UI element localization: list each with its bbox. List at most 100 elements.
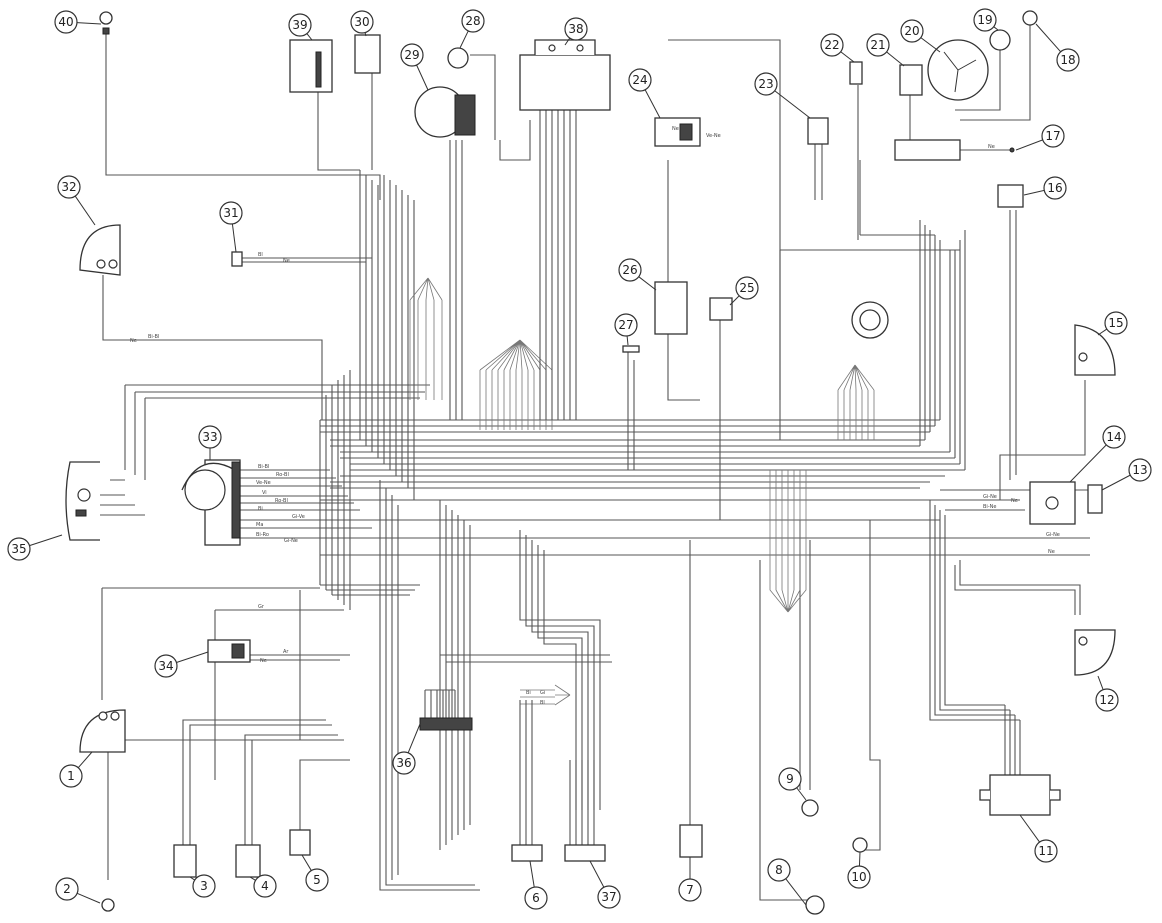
switch-39 — [289, 39, 333, 93]
callout-number-20: 20 — [904, 24, 919, 38]
callout-circle-28 — [461, 9, 485, 33]
label-ne-32: Ne — [130, 338, 137, 344]
callout-number-15: 15 — [1108, 316, 1123, 330]
leader-line-23 — [774, 90, 811, 119]
label-bi-ro: Bi-Ro — [256, 532, 269, 538]
callout-number-13: 13 — [1132, 463, 1147, 477]
label-bl-6: Bl — [540, 700, 545, 706]
fuse-23 — [807, 117, 829, 145]
callout-number-35: 35 — [11, 542, 26, 556]
label-ar: Ar — [283, 649, 289, 655]
leader-line-13 — [1101, 474, 1131, 491]
label-ro-bl-2: Ro-Bl — [275, 498, 288, 504]
label-ve-ne: Ve-Ne — [256, 480, 271, 486]
callout-circle-7 — [678, 878, 702, 902]
callout-circle-2 — [55, 877, 79, 901]
callout-number-29: 29 — [404, 48, 419, 62]
callout-circle-12 — [1095, 688, 1119, 712]
callout-circle-34 — [154, 654, 178, 678]
callout-circle-22 — [820, 33, 844, 57]
sensor-31 — [231, 251, 243, 267]
callout-circle-37 — [597, 885, 621, 909]
callout-circle-36 — [392, 751, 416, 775]
callout-number-26: 26 — [622, 263, 637, 277]
callout-number-10: 10 — [851, 870, 866, 884]
label-ne-34: Ne — [260, 658, 267, 664]
leader-line-26 — [638, 276, 657, 291]
callout-circle-25 — [735, 276, 759, 300]
callout-circle-14 — [1102, 425, 1126, 449]
leader-line-3 — [189, 876, 196, 881]
sensor-28 — [447, 47, 469, 69]
callout-number-17: 17 — [1045, 129, 1060, 143]
callout-number-1: 1 — [67, 769, 75, 783]
leader-line-14 — [1069, 444, 1107, 483]
label-ma: Ma — [256, 522, 263, 528]
leader-line-9 — [796, 787, 807, 801]
leader-line-11 — [1019, 814, 1040, 843]
callout-number-14: 14 — [1106, 430, 1121, 444]
label-gi-ne: Gi-Ne — [284, 538, 298, 544]
leader-line-6 — [529, 860, 535, 888]
label-ne-13: Ne — [1048, 549, 1055, 555]
label-gi-ne-14: Gi-Ne — [983, 494, 997, 500]
callout-number-24: 24 — [632, 73, 647, 87]
callout-number-25: 25 — [739, 281, 754, 295]
leader-line-40 — [76, 22, 102, 25]
component-21 — [899, 64, 923, 96]
label-bl: Bl — [258, 252, 263, 258]
label-gi-ve: Gi-Ve — [292, 514, 305, 520]
callout-circle-1 — [59, 764, 83, 788]
callout-number-19: 19 — [977, 13, 992, 27]
callout-number-37: 37 — [601, 890, 616, 904]
callout-number-18: 18 — [1060, 53, 1075, 67]
callout-circle-16 — [1043, 176, 1067, 200]
label-ne-24: Ne — [672, 126, 679, 132]
leader-line-10 — [858, 851, 861, 867]
callout-circle-19 — [973, 8, 997, 32]
label-bi-bl-33: Bi-Bl — [258, 464, 269, 470]
control-unit-38 — [519, 54, 611, 111]
callout-circle-15 — [1104, 311, 1128, 335]
leader-line-27 — [626, 335, 629, 346]
callout-circle-40 — [54, 10, 78, 34]
callout-circle-4 — [253, 874, 277, 898]
connector-16 — [997, 184, 1024, 208]
callout-number-11: 11 — [1038, 844, 1053, 858]
callout-circle-3 — [192, 874, 216, 898]
leader-line-4 — [249, 876, 256, 881]
leader-line-35 — [29, 534, 63, 547]
callout-number-2: 2 — [63, 882, 71, 896]
callout-number-30: 30 — [354, 15, 369, 29]
connector-6 — [511, 844, 543, 862]
callout-circle-32 — [57, 175, 81, 199]
callout-circle-18 — [1056, 48, 1080, 72]
callout-number-34: 34 — [158, 659, 173, 673]
leader-line-39 — [306, 33, 313, 41]
leader-line-18 — [1035, 23, 1062, 53]
relay-24 — [654, 117, 701, 147]
component-25 — [709, 297, 733, 321]
leader-line-25 — [729, 295, 740, 306]
callout-number-4: 4 — [261, 879, 269, 893]
callout-circle-11 — [1034, 839, 1058, 863]
leader-line-38 — [564, 37, 571, 46]
callout-number-9: 9 — [786, 772, 794, 786]
callout-circle-9 — [778, 767, 802, 791]
callout-number-5: 5 — [313, 873, 321, 887]
callout-circle-39 — [288, 13, 312, 37]
callout-number-7: 7 — [686, 883, 694, 897]
callout-number-40: 40 — [58, 15, 73, 29]
label-ne-17: Ne — [988, 144, 995, 150]
callout-number-16: 16 — [1047, 181, 1062, 195]
label-ve-ne-24: Ve-Ne — [706, 133, 721, 139]
callout-circle-17 — [1041, 124, 1065, 148]
callout-number-32: 32 — [61, 180, 76, 194]
label-bi: Bi — [258, 506, 263, 512]
callout-circle-8 — [767, 858, 791, 882]
bulb-22 — [849, 61, 863, 85]
sensor-9 — [801, 799, 819, 817]
callout-number-8: 8 — [775, 863, 783, 877]
